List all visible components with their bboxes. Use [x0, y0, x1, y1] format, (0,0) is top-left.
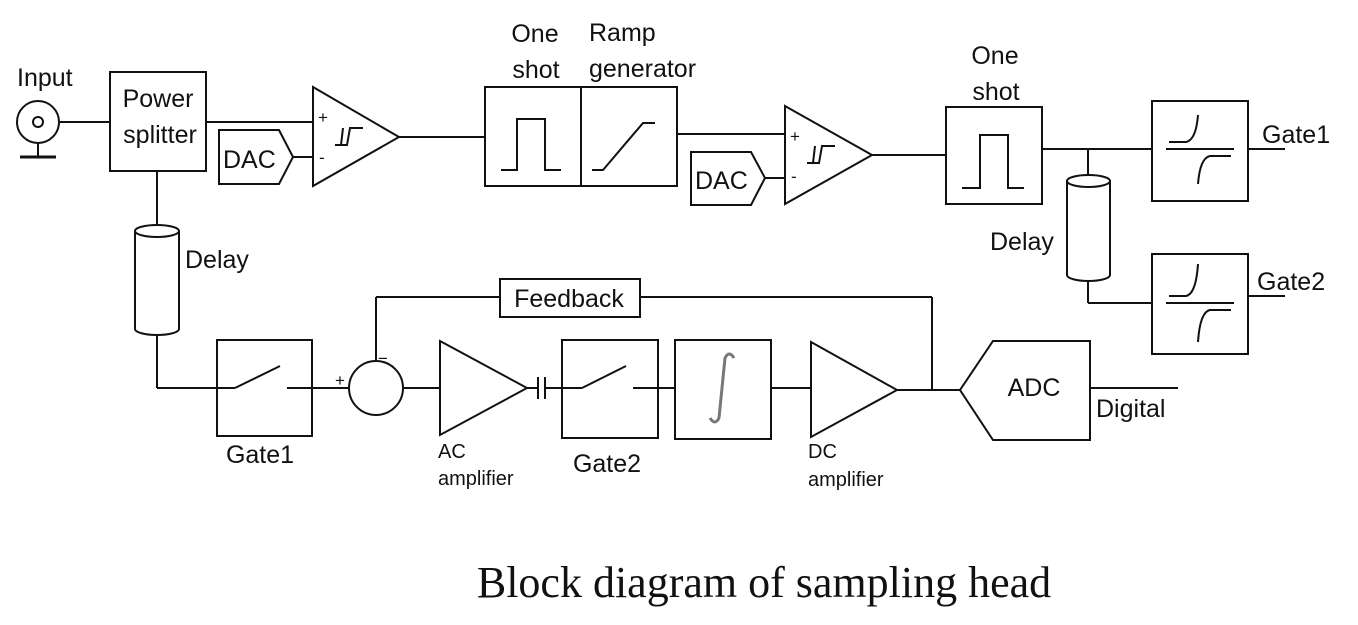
delay-line-icon-right: [1066, 174, 1111, 282]
gate2-switch-block: [561, 339, 659, 439]
dc-amplifier-label-line2: amplifier: [808, 469, 884, 491]
comparator-2-minus: -: [791, 167, 797, 186]
feedback-label: Feedback: [514, 285, 624, 313]
delay-label-right: Delay: [990, 228, 1054, 256]
dc-amplifier-label-line1: DC: [808, 441, 837, 463]
comparator-2: [784, 104, 875, 206]
ramp-label-line2: generator: [589, 55, 696, 83]
comparator-1-minus: -: [319, 148, 325, 167]
summing-junction: [348, 360, 404, 416]
adc-block: [958, 340, 1091, 441]
feedback-block: [499, 278, 641, 318]
ac-amplifier-label-line2: amplifier: [438, 468, 514, 490]
dac-label-2: DAC: [695, 167, 748, 195]
wires: [60, 121, 1285, 391]
pulse-icon-2: [962, 134, 1024, 189]
comparator-1-plus: +: [318, 108, 328, 127]
dac-block-2: [690, 151, 767, 206]
summing-minus: −: [378, 349, 388, 368]
summing-plus: +: [335, 371, 345, 390]
pulse-icon-1: [501, 118, 561, 171]
capacitor-icon: [537, 377, 546, 399]
gate1-label: Gate1: [226, 441, 294, 469]
comparator-2-plus: +: [790, 127, 800, 146]
one-shot-2-label-line2: shot: [972, 78, 1019, 106]
ramp-label-line1: Ramp: [589, 19, 656, 47]
power-splitter-label-line1: Power: [123, 85, 194, 113]
integral-icon: [708, 352, 736, 424]
dac-block-1: [218, 129, 295, 185]
gate2-label: Gate2: [573, 450, 641, 478]
one-shot-block-2: [945, 106, 1043, 205]
ramp-generator-block: [580, 86, 678, 187]
delay-label-left: Delay: [185, 246, 249, 274]
gate-pulse-block-1: [1151, 100, 1249, 202]
ramp-icon: [592, 122, 655, 171]
power-splitter-label-line2: splitter: [123, 121, 197, 149]
diagram-caption: Block diagram of sampling head: [477, 558, 1051, 607]
one-shot-2-label-line1: One: [971, 42, 1018, 70]
adc-label: ADC: [1008, 374, 1061, 402]
input-connector-icon: [16, 100, 60, 159]
delay-line-icon-left: [134, 224, 180, 336]
input-label: Input: [17, 64, 73, 92]
one-shot-1-label-line1: One: [511, 20, 558, 48]
dac-label-1: DAC: [223, 146, 276, 174]
digital-output-label: Digital: [1096, 395, 1165, 423]
one-shot-1-label-line2: shot: [512, 56, 559, 84]
power-splitter-block: [109, 71, 207, 172]
ac-amplifier: [439, 339, 530, 437]
gate1-switch-block: [216, 339, 313, 437]
gate2-output-label: Gate2: [1257, 268, 1325, 296]
gate1-output-label: Gate1: [1262, 121, 1330, 149]
gate-pulse-block-2: [1151, 253, 1249, 355]
ac-amplifier-label-line1: AC: [438, 441, 466, 463]
one-shot-block-1: [484, 86, 582, 187]
comparator-1: [312, 85, 402, 188]
integrator-block: [674, 339, 772, 440]
dc-amplifier: [810, 340, 900, 439]
